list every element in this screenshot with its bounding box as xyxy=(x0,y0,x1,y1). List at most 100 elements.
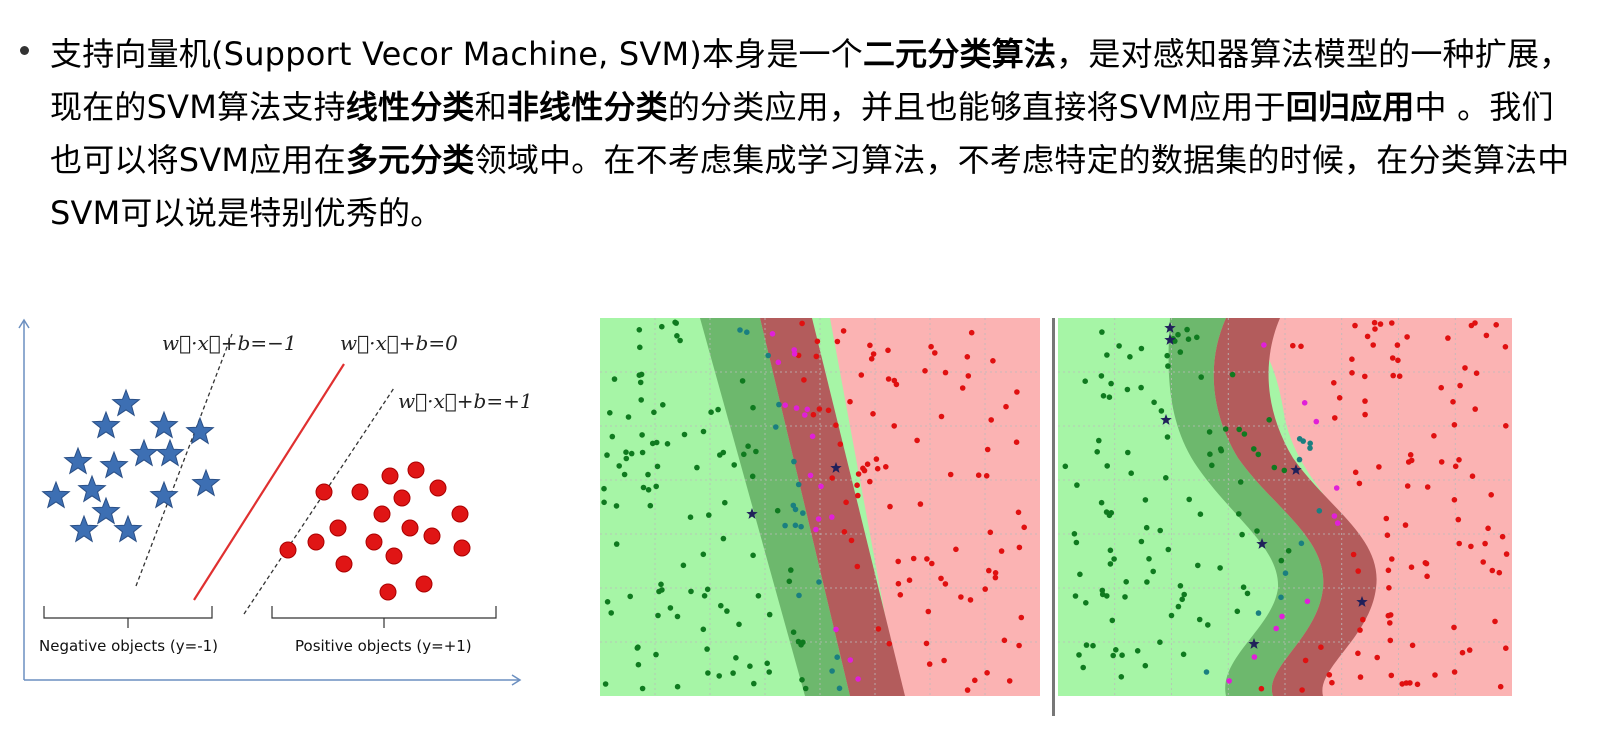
data-point xyxy=(1356,480,1363,487)
data-point xyxy=(968,329,975,336)
data-point xyxy=(704,646,710,652)
data-point xyxy=(1175,603,1182,610)
data-point xyxy=(975,472,982,478)
data-point xyxy=(730,670,736,676)
data-point xyxy=(1456,457,1462,463)
negative-bracket xyxy=(43,606,213,619)
data-point xyxy=(1099,591,1106,598)
data-point xyxy=(637,344,643,351)
data-point xyxy=(706,512,712,518)
x-axis-arrow xyxy=(511,674,522,686)
data-point xyxy=(635,661,642,668)
data-point xyxy=(887,503,893,510)
data-point xyxy=(1451,624,1457,631)
data-point xyxy=(1142,662,1149,669)
data-point xyxy=(800,639,806,646)
data-point xyxy=(1402,522,1409,528)
data-point xyxy=(829,514,835,520)
data-point xyxy=(639,449,646,456)
positive-circle xyxy=(381,467,399,485)
data-point xyxy=(1142,497,1149,503)
data-point xyxy=(964,354,971,360)
data-point xyxy=(1360,616,1366,623)
data-point xyxy=(653,651,659,658)
text-segment: 中 。我们也可以将SVM应用在 xyxy=(50,88,1554,179)
data-point xyxy=(645,487,652,493)
data-point xyxy=(986,567,992,574)
data-point xyxy=(1143,524,1150,531)
data-point xyxy=(1184,326,1190,333)
data-point xyxy=(1195,562,1201,569)
data-point xyxy=(674,333,680,339)
data-point xyxy=(1016,544,1023,551)
data-point xyxy=(764,660,770,667)
data-point xyxy=(1119,652,1125,658)
data-point xyxy=(932,350,938,356)
data-point xyxy=(1457,382,1463,389)
data-point xyxy=(765,352,771,359)
data-point xyxy=(680,562,687,569)
data-point xyxy=(1384,532,1391,538)
data-point xyxy=(1127,354,1133,360)
y-axis-arrow xyxy=(18,318,30,329)
data-point xyxy=(651,409,657,416)
data-point xyxy=(1450,399,1456,405)
data-point xyxy=(1128,470,1134,476)
data-point xyxy=(867,478,873,485)
data-point xyxy=(897,592,904,598)
data-point xyxy=(1118,674,1125,680)
data-point xyxy=(870,351,877,357)
data-point xyxy=(953,546,959,553)
data-point xyxy=(1385,612,1392,619)
nonlinear-svm-plot xyxy=(1058,318,1512,696)
data-point xyxy=(1146,556,1152,562)
data-point xyxy=(1304,598,1311,605)
negative-star-icon xyxy=(129,438,159,467)
data-point xyxy=(653,483,659,490)
data-point xyxy=(1123,579,1129,585)
data-point xyxy=(1334,520,1341,526)
data-point xyxy=(1386,585,1392,591)
data-point xyxy=(634,645,641,651)
data-point xyxy=(1083,600,1089,606)
grid-lines xyxy=(1058,318,1512,696)
data-point xyxy=(1113,647,1119,653)
data-point xyxy=(1229,371,1236,378)
data-point xyxy=(645,471,651,478)
data-point xyxy=(1125,449,1131,456)
data-point xyxy=(1104,463,1110,469)
data-point xyxy=(867,342,873,349)
data-point xyxy=(741,451,747,458)
data-point xyxy=(1480,559,1486,565)
data-point xyxy=(992,570,999,576)
data-point xyxy=(1451,669,1458,675)
data-point xyxy=(800,510,806,516)
data-point xyxy=(700,428,707,435)
data-point xyxy=(875,626,882,632)
data-point xyxy=(1138,345,1145,352)
data-point xyxy=(1165,546,1172,553)
negative-stars-group xyxy=(41,388,221,543)
data-point xyxy=(837,441,844,447)
data-point xyxy=(864,461,871,467)
data-point xyxy=(809,433,816,440)
data-point xyxy=(1385,567,1392,574)
data-point xyxy=(1352,469,1359,476)
negative-star-icon xyxy=(191,468,221,497)
data-point xyxy=(1285,548,1292,554)
data-point xyxy=(604,599,611,605)
negative-margin-line xyxy=(135,333,233,587)
data-point xyxy=(836,685,843,692)
data-point xyxy=(1326,672,1333,678)
data-point xyxy=(895,558,901,565)
data-point xyxy=(1329,679,1335,686)
data-point xyxy=(1296,456,1303,463)
data-point xyxy=(868,356,875,362)
data-point xyxy=(1226,678,1232,684)
data-point xyxy=(816,406,823,412)
data-point xyxy=(984,670,990,676)
data-point xyxy=(776,401,782,408)
data-point xyxy=(972,677,978,684)
data-point xyxy=(1355,650,1361,657)
data-point xyxy=(1138,538,1145,545)
